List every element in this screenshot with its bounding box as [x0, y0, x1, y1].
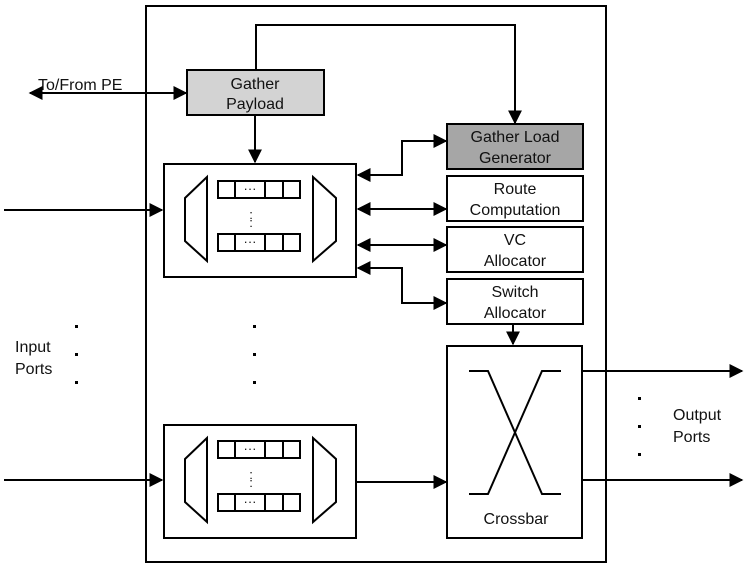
buffer-ellipsis: ···	[244, 494, 257, 509]
input-unit-top: ··· : : ···	[163, 163, 357, 278]
route-computation-label-2: Computation	[470, 202, 561, 219]
gather-load-generator-label-2: Generator	[479, 150, 552, 167]
payload-to-load-generator-arrow	[255, 24, 522, 125]
gather-payload-label-1: Gather	[231, 76, 281, 93]
input-ports-label-2: Ports	[15, 361, 52, 378]
buffer-vertical-dots: :	[249, 215, 253, 230]
input-ports-dots	[75, 325, 78, 384]
output-ports-label-2: Ports	[673, 429, 710, 446]
switch-allocator-label-1: Switch	[491, 284, 538, 301]
buffer-ellipsis: ···	[244, 234, 257, 249]
buffer-ellipsis: ···	[244, 441, 257, 456]
route-computation-block: Route Computation	[446, 175, 584, 222]
gather-payload-label-2: Payload	[226, 96, 284, 113]
load-generator-link	[356, 134, 448, 182]
router-boundary	[145, 5, 607, 563]
middle-dots	[253, 325, 256, 384]
buffer-vertical-dots: :	[249, 475, 253, 490]
vc-allocator-label-2: Allocator	[484, 253, 547, 270]
buffer-ellipsis: ···	[244, 181, 257, 196]
to-from-pe-label: To/From PE	[38, 77, 122, 94]
vc-allocator-label-1: VC	[504, 232, 526, 249]
vc-allocator-block: VC Allocator	[446, 226, 584, 273]
crossbar-block: Crossbar	[446, 345, 583, 539]
gather-payload-block: Gather Payload	[186, 69, 325, 116]
input-unit-bottom: ··· : : ···	[163, 424, 357, 539]
crossbar-label: Crossbar	[484, 511, 550, 528]
buffer-vertical-dots: :	[249, 207, 253, 222]
input-ports-label-1: Input	[15, 339, 51, 356]
gather-load-generator-block: Gather Load Generator	[446, 123, 584, 170]
switch-allocator-label-2: Allocator	[484, 305, 547, 322]
route-computation-label-1: Route	[494, 181, 537, 198]
switch-allocator-link	[356, 261, 448, 310]
buffer-vertical-dots: :	[249, 467, 253, 482]
gather-load-generator-label-1: Gather Load	[471, 129, 560, 146]
output-ports-label-1: Output	[673, 407, 722, 424]
switch-allocator-block: Switch Allocator	[446, 278, 584, 325]
output-ports-dots	[638, 397, 641, 456]
